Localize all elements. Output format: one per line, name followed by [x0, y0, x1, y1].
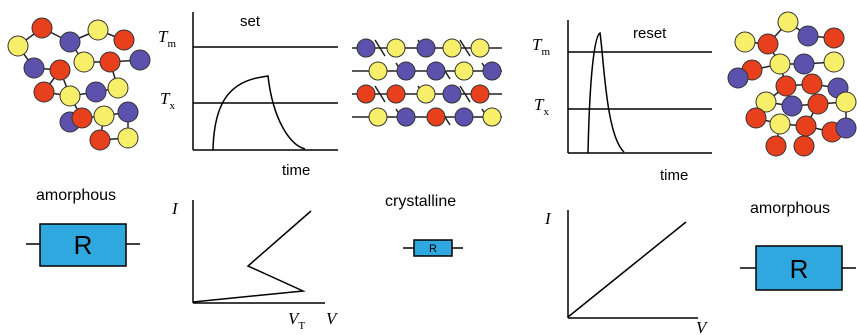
resistor-symbol-right: R	[790, 254, 809, 284]
threshold-switching-curve	[192, 210, 312, 303]
amorphous-label-right: amorphous	[750, 200, 830, 217]
reset-tx-label: Tx	[534, 95, 549, 118]
threshold-iv-plot: I V VT	[171, 199, 339, 332]
reset-time-label: time	[660, 167, 688, 184]
resistor-body-large-right	[755, 245, 843, 291]
crystalline-lattice	[352, 38, 502, 127]
resistor-body-large-left	[39, 223, 127, 267]
amorphous-cluster-right	[727, 11, 857, 157]
set-time-label: time	[282, 162, 310, 179]
set-tm-label: Tm	[158, 27, 176, 50]
reset-label: reset	[633, 25, 667, 42]
amorphous-cluster-left	[7, 17, 151, 151]
amorphous-resistor-left: amorphous R	[26, 187, 140, 267]
ohmic-iv-plot: I V	[544, 209, 709, 335]
reset-pulse-plot: reset Tm Tx time	[532, 20, 712, 184]
iv-right-voltage-label: V	[696, 318, 709, 335]
ohmic-line	[567, 221, 687, 318]
reset-pulse-curve	[587, 31, 625, 154]
crystalline-label: crystalline	[385, 193, 456, 210]
iv-left-voltage-label: V	[326, 309, 339, 328]
iv-right-current-label: I	[544, 209, 552, 228]
threshold-voltage-label: VT	[288, 309, 305, 332]
set-pulse-curve	[212, 75, 306, 151]
amorphous-label-left: amorphous	[36, 187, 116, 204]
amorphous-resistor-right: amorphous R	[740, 200, 856, 291]
resistor-symbol-left: R	[74, 230, 93, 260]
set-tx-label: Tx	[160, 89, 175, 112]
crystalline-resistor: crystalline R	[385, 193, 463, 257]
set-label: set	[240, 13, 261, 30]
set-pulse-plot: set Tm Tx time	[158, 12, 338, 179]
resistor-symbol-small: R	[429, 243, 437, 255]
iv-left-current-label: I	[171, 199, 179, 218]
reset-tm-label: Tm	[532, 35, 550, 58]
